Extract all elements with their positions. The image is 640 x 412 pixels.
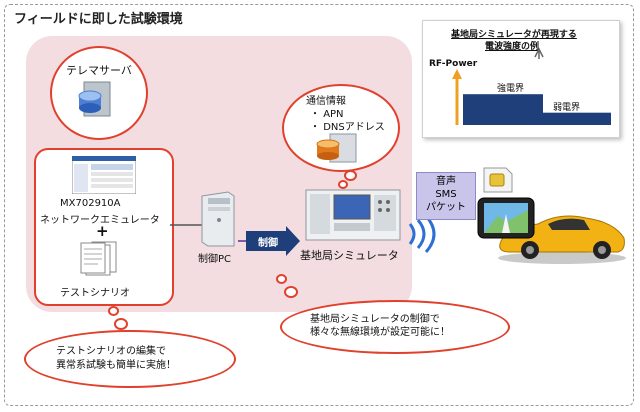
scenario-label: テストシナリオ <box>60 288 130 299</box>
control-label: 制御 <box>258 238 278 249</box>
diagram-title: フィールドに即した試験環境 <box>14 12 183 27</box>
tele-server-label: テレマサーバ <box>66 64 132 77</box>
base-station-simulator-icon <box>305 189 401 241</box>
service-voice: 音声 <box>436 176 456 187</box>
right-callout-tail-2 <box>276 274 287 284</box>
left-callout-tail-1 <box>114 318 128 330</box>
right-callout-line2: 様々な無線環境が設定可能に！ <box>310 327 450 338</box>
database-server-icon <box>316 133 357 163</box>
pc-tower-icon <box>201 191 235 247</box>
plus-sign: + <box>96 222 109 240</box>
left-callout <box>24 330 236 388</box>
comm-info-tail-2 <box>338 180 348 189</box>
rf-power-arrowhead <box>452 69 462 79</box>
comm-info-item-1: ・ APN <box>310 109 344 120</box>
emulator-name: ネットワークエミュレータ <box>40 215 160 226</box>
left-callout-line1: テストシナリオの編集で <box>56 346 166 357</box>
weak-field-bar <box>543 112 611 125</box>
emulator-screenshot <box>72 156 136 194</box>
services-box: 音声 SMS パケット <box>416 172 476 220</box>
signal-strength-chart: 基地局シミュレータが再現する 電波強度の例 RF-Power 強電界 弱電界 <box>422 20 620 138</box>
sim-card-icon <box>483 167 513 193</box>
strong-field-bar <box>463 94 543 125</box>
service-packet: パケット <box>426 202 466 213</box>
control-pc-label: 制御PC <box>198 254 232 265</box>
chart-title-line2: 電波強度の例 <box>485 42 540 52</box>
radio-wave-icon <box>408 215 436 253</box>
comm-info-item-2: ・ DNSアドレス <box>310 122 385 133</box>
comm-info-tail-1 <box>344 170 357 181</box>
right-callout-line1: 基地局シミュレータの制御で <box>310 314 440 325</box>
right-callout <box>280 300 510 354</box>
chart-y-label: RF-Power <box>429 59 478 69</box>
service-sms: SMS <box>435 189 457 200</box>
chart-title-line1: 基地局シミュレータが再現する <box>451 30 577 40</box>
chart-plot <box>452 47 611 125</box>
comm-info-title: 通信情報 <box>306 96 346 107</box>
left-callout-tail-2 <box>108 306 119 316</box>
connector-panel-pc <box>170 224 204 226</box>
strong-field-label: 強電界 <box>497 84 525 95</box>
left-callout-line2: 異常系試験も簡単に実施！ <box>56 360 176 371</box>
emulator-model: MX702910A <box>60 198 121 209</box>
server-icon <box>78 81 111 117</box>
antenna-icon <box>534 47 544 59</box>
right-callout-tail-1 <box>284 286 298 298</box>
scenario-documents-icon <box>80 241 117 276</box>
control-arrow <box>238 226 300 256</box>
base-station-label: 基地局シミュレータ <box>300 249 399 262</box>
navigation-device-icon <box>477 197 535 239</box>
weak-field-label: 弱電界 <box>553 102 581 113</box>
